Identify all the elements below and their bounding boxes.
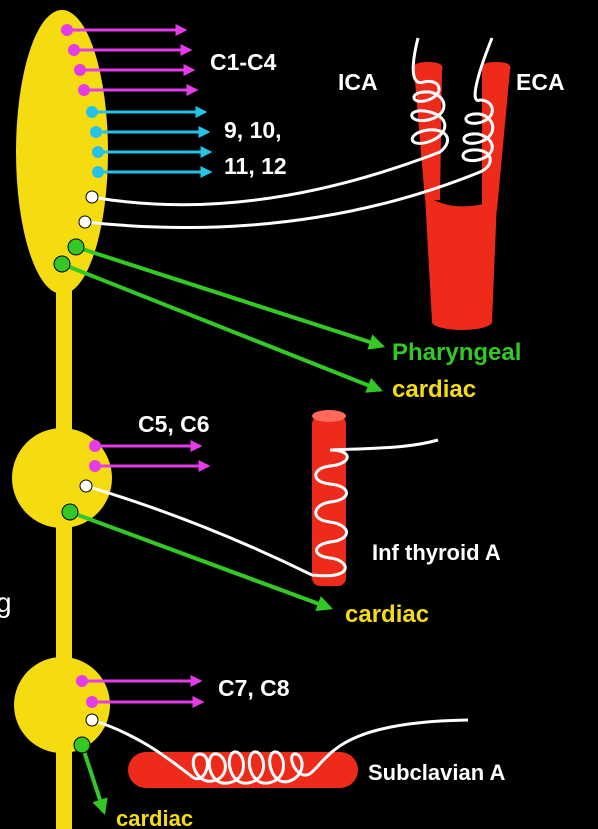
common-carotid-artery bbox=[425, 195, 497, 327]
label-cardiac-middle: cardiac bbox=[345, 601, 429, 628]
label-ica: ICA bbox=[338, 69, 378, 95]
cranial-nerve-arrows bbox=[92, 112, 210, 172]
c5-c6-arrows bbox=[95, 446, 208, 466]
common-carotid-bottom bbox=[432, 314, 492, 330]
label-cardiac-superior: cardiac bbox=[392, 376, 476, 403]
label-subclavian: Subclavian A bbox=[368, 760, 505, 785]
label-inf-thyroid: Inf thyroid A bbox=[372, 540, 501, 565]
superior-cardiac-arrow bbox=[62, 264, 380, 390]
label-eca: ECA bbox=[516, 69, 565, 95]
label-c7-c8: C7, C8 bbox=[218, 675, 290, 701]
carotid-arteries bbox=[414, 62, 511, 330]
label-pharyngeal: Pharyngeal bbox=[392, 339, 521, 366]
label-nerves-9-10: 9, 10, bbox=[224, 117, 282, 143]
edge-text-fragment: g bbox=[0, 587, 12, 618]
inferior-cardiac-arrow bbox=[82, 745, 104, 812]
label-cardiac-inferior: cardiac bbox=[116, 806, 193, 829]
label-nerves-11-12: 11, 12 bbox=[224, 153, 287, 179]
label-c1-c4: C1-C4 bbox=[210, 49, 277, 75]
label-c5-c6: C5, C6 bbox=[138, 411, 210, 437]
